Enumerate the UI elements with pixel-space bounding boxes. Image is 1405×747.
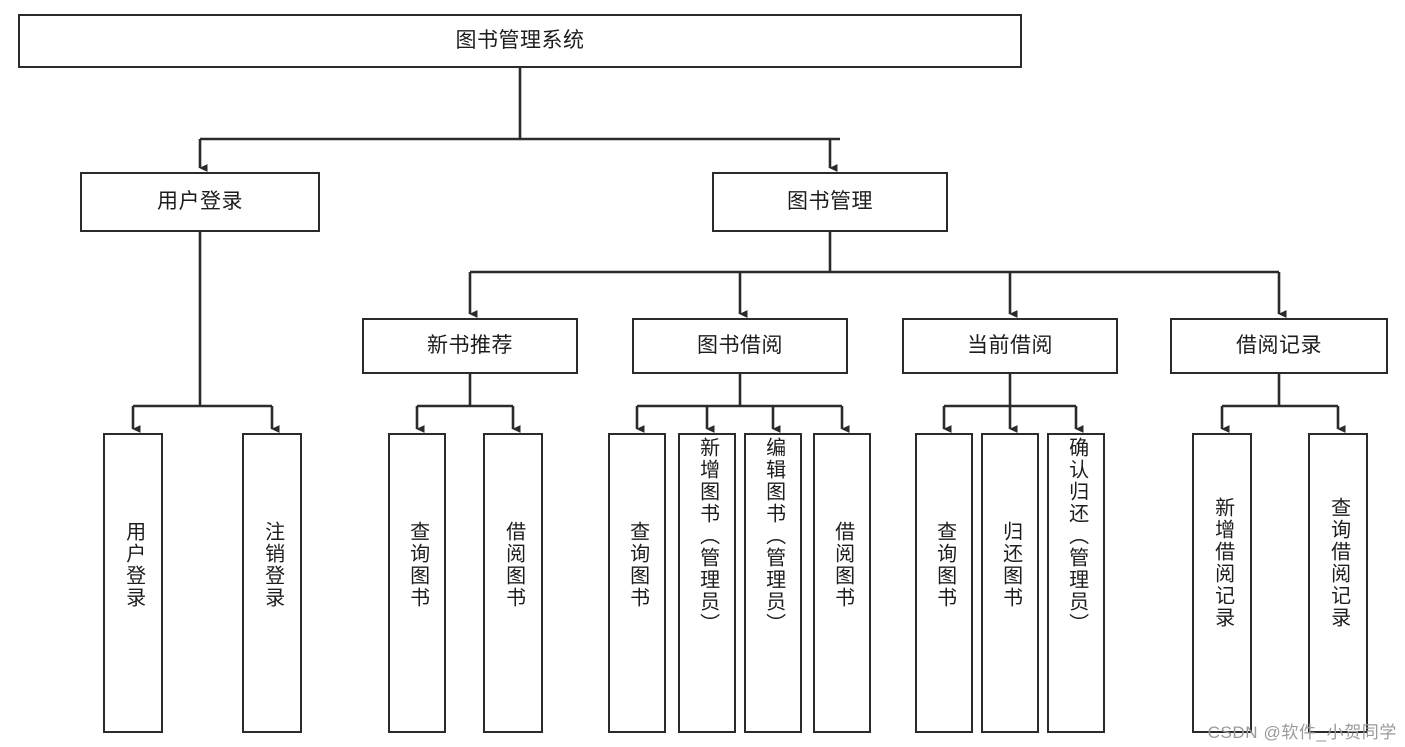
node-book-borrow[interactable]: 图书借阅 [632,318,848,374]
leaf-return-book[interactable]: 归还图书 [981,433,1039,733]
leaf-add-borrow-record[interactable]: 新增借阅记录 [1192,433,1252,733]
leaf-add-book-admin[interactable]: 新增图书（管理员） [678,433,736,733]
leaf-add-borrow-record-label: 新增借阅记录 [1211,497,1234,629]
node-current-borrow[interactable]: 当前借阅 [902,318,1118,374]
leaf-confirm-return-admin[interactable]: 确认归还（管理员） [1047,433,1105,733]
leaf-user-login[interactable]: 用户登录 [103,433,163,733]
node-root[interactable]: 图书管理系统 [18,14,1022,68]
node-book-management[interactable]: 图书管理 [712,172,948,232]
leaf-edit-book-admin[interactable]: 编辑图书（管理员） [744,433,802,733]
node-book-borrow-label: 图书借阅 [697,333,783,357]
node-borrow-record[interactable]: 借阅记录 [1170,318,1388,374]
node-user-login[interactable]: 用户登录 [80,172,320,232]
leaf-query-book-borrow-label: 查询图书 [626,521,649,609]
leaf-query-book-current-label: 查询图书 [933,521,956,609]
node-current-borrow-label: 当前借阅 [967,333,1053,357]
node-user-login-label: 用户登录 [157,189,243,213]
leaf-logout-label: 注销登录 [261,521,284,609]
leaf-query-book-current[interactable]: 查询图书 [915,433,973,733]
leaf-query-borrow-record[interactable]: 查询借阅记录 [1308,433,1368,733]
leaf-add-book-admin-label: 新增图书（管理员） [696,437,719,635]
leaf-query-book-borrow[interactable]: 查询图书 [608,433,666,733]
node-root-label: 图书管理系统 [455,28,585,52]
leaf-borrow-book-borrow-label: 借阅图书 [831,521,854,609]
leaf-query-book-newbook-label: 查询图书 [406,521,429,609]
leaf-edit-book-admin-label: 编辑图书（管理员） [762,437,785,635]
watermark-text: CSDN @软件_小贺同学 [1207,723,1397,742]
node-borrow-record-label: 借阅记录 [1236,333,1322,357]
leaf-borrow-book-borrow[interactable]: 借阅图书 [813,433,871,733]
leaf-query-book-newbook[interactable]: 查询图书 [388,433,446,733]
leaf-user-login-label: 用户登录 [122,521,145,609]
node-new-book-recommend[interactable]: 新书推荐 [362,318,578,374]
leaf-query-borrow-record-label: 查询借阅记录 [1327,497,1350,629]
node-new-book-recommend-label: 新书推荐 [427,333,513,357]
node-book-management-label: 图书管理 [787,189,873,213]
leaf-return-book-label: 归还图书 [999,521,1022,609]
leaf-logout[interactable]: 注销登录 [242,433,302,733]
leaf-borrow-book-newbook[interactable]: 借阅图书 [483,433,543,733]
leaf-confirm-return-admin-label: 确认归还（管理员） [1065,437,1088,635]
leaf-borrow-book-newbook-label: 借阅图书 [502,521,525,609]
